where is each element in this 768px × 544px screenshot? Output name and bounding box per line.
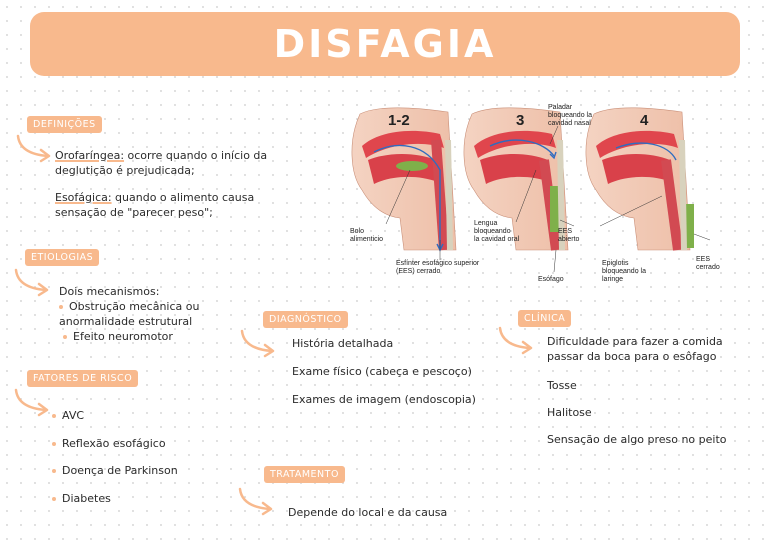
bolo-line1: Bolo xyxy=(350,228,365,235)
fator-item-2-text: Reflexão esofágico xyxy=(62,437,166,450)
etiologia-item-2-text: Efeito neuromotor xyxy=(73,330,173,343)
fator-item-3: Doença de Parkinson xyxy=(52,463,178,478)
clinica-item-4: Sensação de algo preso no peito xyxy=(547,433,727,446)
paladar-line3: cavidad nasal xyxy=(548,120,591,127)
title-banner: DISFAGIA xyxy=(30,12,740,76)
curved-arrow-icon xyxy=(16,134,51,163)
orofaringea-term: Orofaríngea: xyxy=(55,149,125,162)
fator-item-1: AVC xyxy=(52,408,84,423)
epiglotis-line2: bloqueando la xyxy=(602,268,646,275)
fator-item-4-text: Diabetes xyxy=(62,492,111,505)
etiologia-item-1-cont: anormalidade estrutural xyxy=(59,315,193,328)
etiologias-list: Dois mecanismos: Obstrução mecânica ou a… xyxy=(59,284,259,344)
stage-4-panel xyxy=(585,107,711,251)
bullet-icon xyxy=(59,305,63,309)
curved-arrow-icon xyxy=(498,326,533,355)
epiglotis-line3: laringe xyxy=(602,276,624,283)
esfinter-line1: Esfínter esofágico superior xyxy=(396,260,480,267)
curved-arrow-icon xyxy=(14,388,49,417)
page-title: DISFAGIA xyxy=(273,22,497,66)
ees-abierto-line2: abierto xyxy=(558,236,580,243)
etiologia-item-1-text: Obstrução mecânica ou xyxy=(69,300,200,313)
diagnostico-item-1: História detalhada xyxy=(292,337,394,350)
clinica-item-1-line2: passar da boca para o esôfago xyxy=(547,350,717,363)
esofagica-text1: quando o alimento causa xyxy=(111,191,255,204)
clinica-item-3: Halitose xyxy=(547,406,592,419)
clinica-item-2: Tosse xyxy=(547,379,577,392)
bolo-line2: alimenticio xyxy=(350,236,384,243)
bullet-icon xyxy=(52,497,56,501)
etiologias-intro: Dois mecanismos: xyxy=(59,285,160,298)
paladar-line2: bloqueando la xyxy=(548,112,592,119)
orofaringea-text2: deglutição é prejudicada; xyxy=(55,164,195,177)
curved-arrow-icon xyxy=(240,329,275,358)
orofaringea-text1: ocorre quando o início da xyxy=(124,149,268,162)
tratamento-tag: TRATAMENTO xyxy=(264,466,345,483)
etiologias-tag: ETIOLOGIAS xyxy=(25,249,100,266)
esofagica-term: Esofágica: xyxy=(55,191,112,204)
bullet-icon xyxy=(52,442,56,446)
clinica-item-1-line1: Dificuldade para fazer a comida xyxy=(547,335,723,348)
definicao-esofagica: Esofágica: quando o alimento causa sensa… xyxy=(55,190,295,220)
clinica-item-1: Dificuldade para fazer a comida passar d… xyxy=(547,334,723,364)
fator-item-4: Diabetes xyxy=(52,491,111,506)
esofagica-text2: sensação de "parecer peso"; xyxy=(55,206,213,219)
bullet-icon xyxy=(52,414,56,418)
esofago-label: Esófago xyxy=(538,276,564,283)
definicoes-tag: DEFINIÇÕES xyxy=(27,116,102,133)
tratamento-text: Depende do local e da causa xyxy=(288,506,448,519)
clinica-tag: CLÍNICA xyxy=(518,310,572,327)
stage-3-label: 3 xyxy=(516,112,525,129)
stage-1-2-panel xyxy=(351,107,457,260)
ees-cerrado-line2: cerrado xyxy=(696,264,720,271)
curved-arrow-icon xyxy=(238,487,273,516)
diagnostico-item-2: Exame físico (cabeça e pescoço) xyxy=(292,365,472,378)
diagnostico-item-3: Exames de imagem (endoscopia) xyxy=(292,393,476,406)
fator-item-3-text: Doença de Parkinson xyxy=(62,464,178,477)
fatores-tag: FATORES DE RISCO xyxy=(27,370,139,387)
lengua-line2: bloqueando xyxy=(474,228,511,235)
stage-4-label: 4 xyxy=(640,112,649,129)
diagnostico-tag: DIAGNÓSTICO xyxy=(263,311,348,328)
ees-abierto-line1: EES xyxy=(558,228,573,235)
ees-cerrado-line1: EES xyxy=(696,256,711,263)
etiologia-item-2: Efeito neuromotor xyxy=(63,329,259,344)
curved-arrow-icon xyxy=(14,268,49,297)
stage-1-2-label: 1-2 xyxy=(388,112,410,129)
fator-item-1-text: AVC xyxy=(62,409,85,422)
etiologia-item-1: Obstrução mecânica ou xyxy=(59,299,259,314)
lengua-line3: la cavidad oral xyxy=(474,236,520,243)
lengua-line1: Lengua xyxy=(474,220,498,227)
esfinter-line2: (EES) cerrado xyxy=(396,268,441,275)
swallowing-illustration xyxy=(351,107,711,273)
stage-3-panel xyxy=(463,107,575,273)
esfinter-label: Esfínter esofágico superior(EES) cerrado xyxy=(396,260,479,276)
fator-item-2: Reflexão esofágico xyxy=(52,436,166,451)
epiglotis-line1: Epiglotis xyxy=(602,260,629,267)
paladar-line1: Paladar xyxy=(548,104,573,111)
bullet-icon xyxy=(63,335,67,339)
bullet-icon xyxy=(52,469,56,473)
definicao-orofaringea: Orofaríngea: ocorre quando o início da d… xyxy=(55,148,295,178)
